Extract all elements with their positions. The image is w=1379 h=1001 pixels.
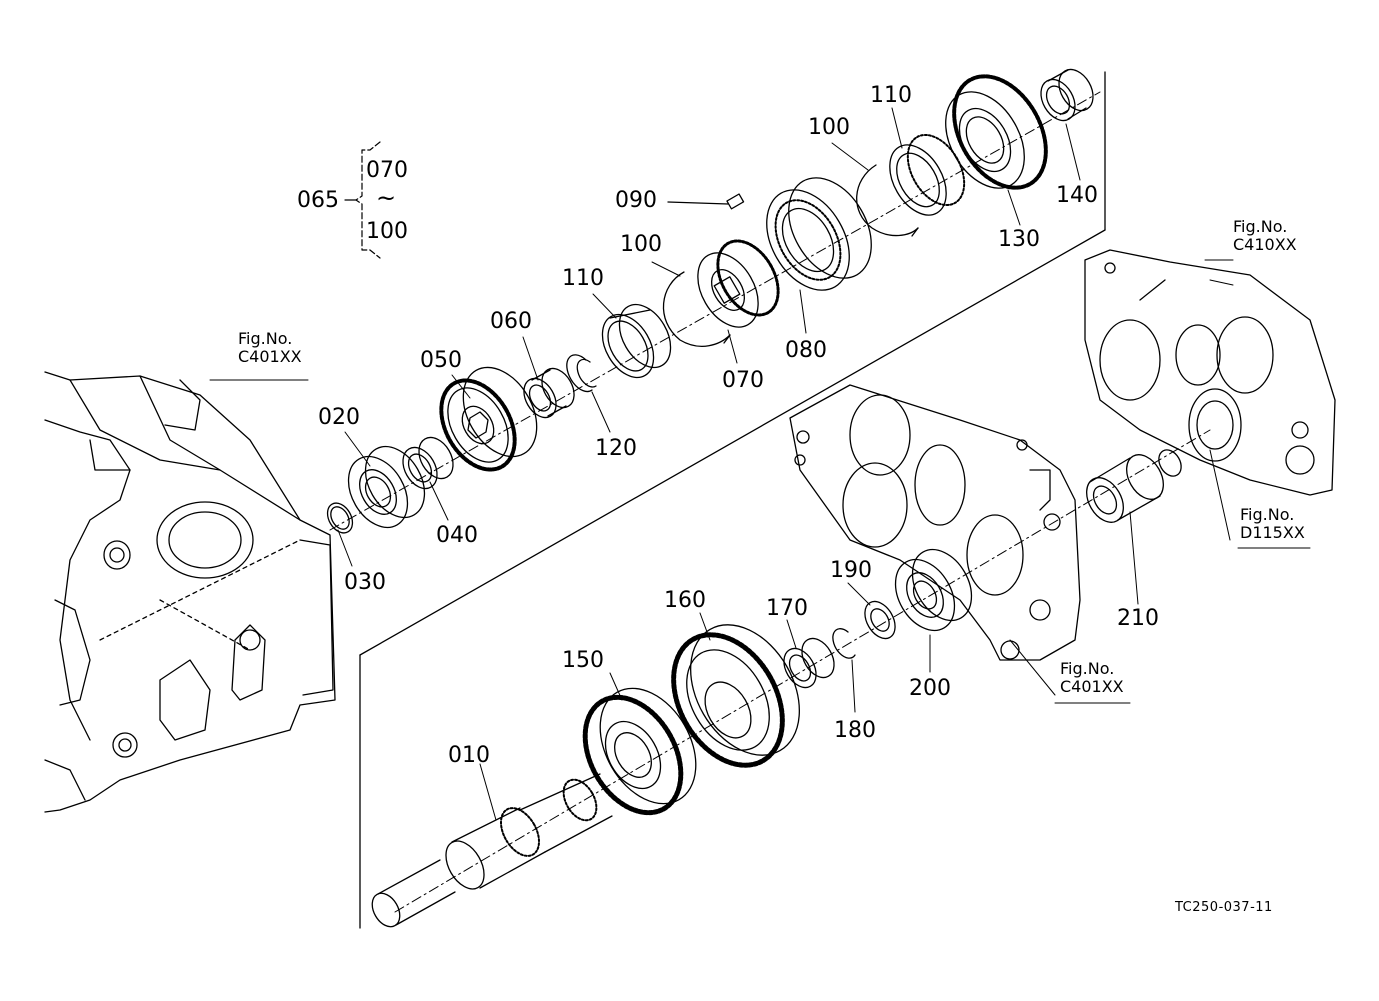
part-label-010: 010 xyxy=(448,743,490,768)
group-top-label: 070 xyxy=(366,158,408,183)
fig-ref-code: C401XX xyxy=(238,347,302,367)
part-label-200: 200 xyxy=(909,676,951,701)
part-label-090: 090 xyxy=(615,188,657,213)
fig-ref-caption: Fig.No. xyxy=(1233,217,1288,236)
snap-ring-180 xyxy=(832,628,856,659)
leader-lines xyxy=(209,107,1311,821)
spring-100-upper xyxy=(856,164,919,237)
upper-panel-outline xyxy=(359,71,1106,929)
fig-ref-caption: Fig.No. xyxy=(1240,505,1295,524)
part-label-110-lower: 110 xyxy=(562,266,604,291)
drawing-code: TC250-037-11 xyxy=(1175,900,1273,915)
fig-ref-caption: Fig.No. xyxy=(1060,659,1115,678)
key-090 xyxy=(667,193,745,210)
left-housing xyxy=(44,371,336,813)
fig-ref-right-shaft: Fig.No. D115XX xyxy=(1240,505,1305,543)
collar-040 xyxy=(402,436,454,490)
gear-130 xyxy=(945,74,1048,190)
collar-210 xyxy=(1086,449,1182,523)
part-label-110-upper: 110 xyxy=(870,83,912,108)
part-label-040: 040 xyxy=(436,523,478,548)
fig-ref-code: C401XX xyxy=(1060,677,1124,697)
part-label-130: 130 xyxy=(998,227,1040,252)
bearing-200 xyxy=(894,548,973,632)
group-tilde: ~ xyxy=(376,184,397,212)
part-label-120: 120 xyxy=(595,436,637,461)
part-label-070: 070 xyxy=(722,368,764,393)
needle-bearing-170 xyxy=(783,637,835,689)
fig-ref-right-top: Fig.No. C410XX xyxy=(1233,217,1297,255)
group-bottom-label: 100 xyxy=(366,219,408,244)
axis-lines xyxy=(329,91,1211,913)
part-label-190: 190 xyxy=(830,558,872,583)
part-label-100-lower: 100 xyxy=(620,232,662,257)
spring-100-lower xyxy=(662,271,731,347)
snap-ring-120 xyxy=(566,354,597,393)
fig-ref-right-case: Fig.No. C401XX xyxy=(1060,659,1124,697)
synchro-ring-110-lower xyxy=(601,303,672,379)
group-brace xyxy=(344,141,381,259)
part-label-160: 160 xyxy=(664,588,706,613)
sleeve-080 xyxy=(766,177,872,291)
part-label-210: 210 xyxy=(1117,606,1159,631)
part-label-180: 180 xyxy=(834,718,876,743)
right-case xyxy=(1084,249,1336,496)
part-label-080: 080 xyxy=(785,338,827,363)
part-label-150: 150 xyxy=(562,648,604,673)
part-label-140: 140 xyxy=(1056,183,1098,208)
fig-ref-code: C410XX xyxy=(1233,235,1297,255)
needle-bearing-060 xyxy=(523,367,575,419)
part-label-030: 030 xyxy=(344,570,386,595)
part-label-170: 170 xyxy=(766,596,808,621)
shaft-010 xyxy=(371,773,613,928)
snap-ring-030 xyxy=(326,502,354,534)
part-label-020: 020 xyxy=(318,405,360,430)
needle-bearing-140 xyxy=(1040,68,1094,122)
middle-case xyxy=(789,384,1081,661)
bearing-020 xyxy=(347,445,426,529)
fig-ref-left-housing: Fig.No. C401XX xyxy=(238,329,302,367)
washer-190 xyxy=(864,600,896,640)
fig-ref-caption: Fig.No. xyxy=(238,329,293,348)
gear-050 xyxy=(439,366,538,472)
part-label-065: 065 xyxy=(297,188,339,213)
hub-070 xyxy=(697,239,780,328)
gear-150 xyxy=(582,687,697,816)
part-label-100-upper: 100 xyxy=(808,115,850,140)
fig-ref-code: D115XX xyxy=(1240,523,1305,543)
part-label-050: 050 xyxy=(420,348,462,373)
part-label-060: 060 xyxy=(490,309,532,334)
gear-160 xyxy=(671,624,800,768)
